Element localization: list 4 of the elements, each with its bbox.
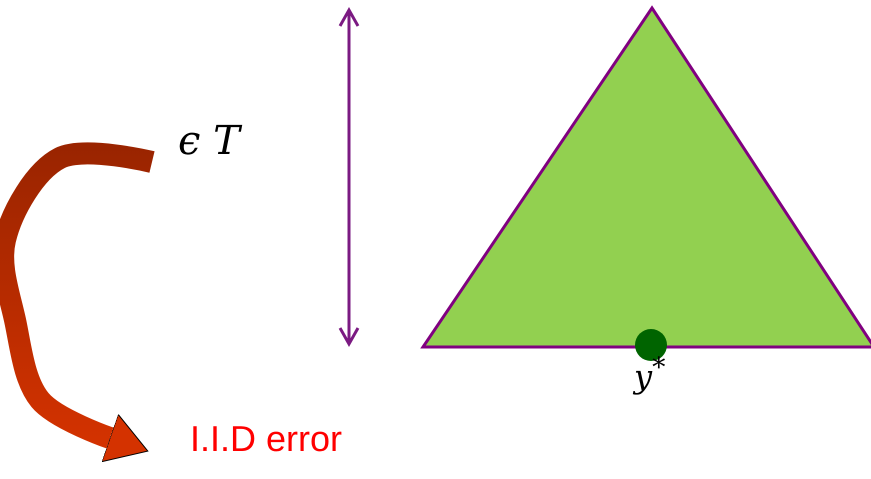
error-label: I.I.D error xyxy=(190,418,342,460)
math-label: ϵ T xyxy=(178,118,240,164)
curved-arrow xyxy=(0,142,154,462)
point-label: y$^{*}$ xyxy=(634,352,666,396)
